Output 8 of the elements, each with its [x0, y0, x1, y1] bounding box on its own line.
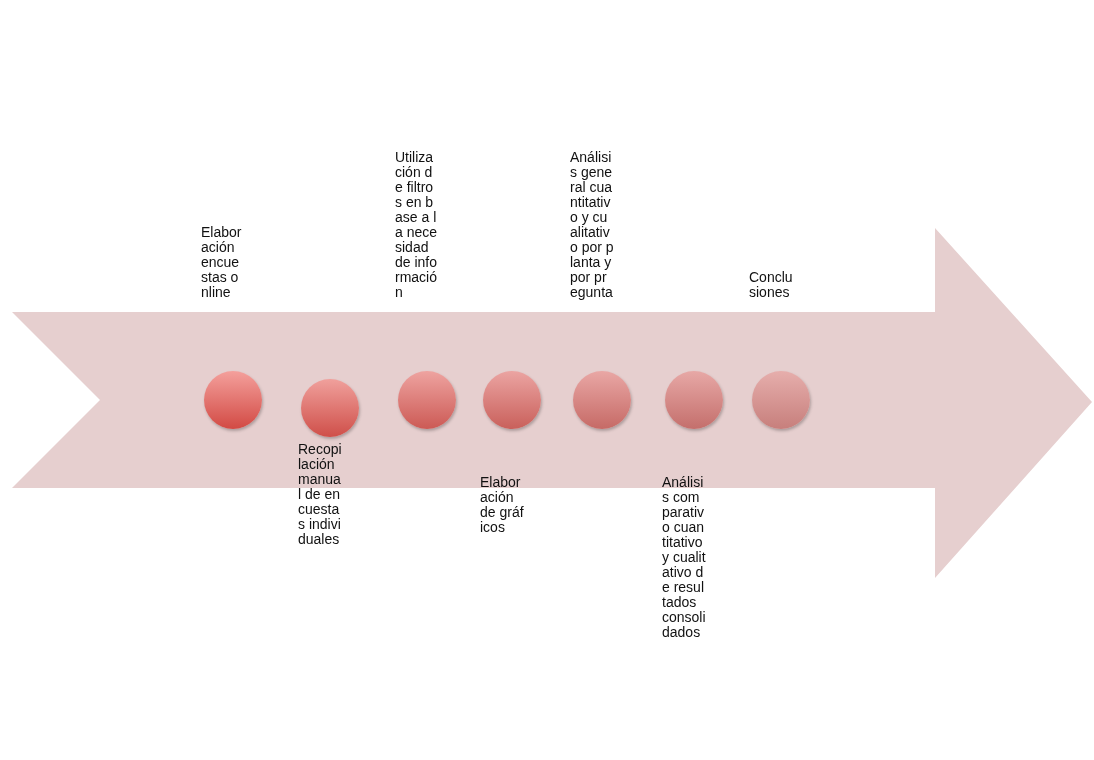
step-label: Análisis general cuantitativo y cualitativo por planta y por pregunta	[570, 150, 614, 300]
step-label: Análisis comparativo cuantitativo y cualitativo de resultados consolidados	[662, 475, 706, 640]
step-label: Conclusiones	[749, 270, 793, 300]
step-label: Utilización de filtros en base a la necesidad de información	[395, 150, 439, 300]
step-label: Elaboración encuestas online	[201, 225, 243, 300]
timeline-arrow	[12, 228, 1092, 578]
step-label: Elaboración de gráficos	[480, 475, 524, 535]
step-label: Recopilación manual de encuestas individuales	[298, 442, 342, 547]
